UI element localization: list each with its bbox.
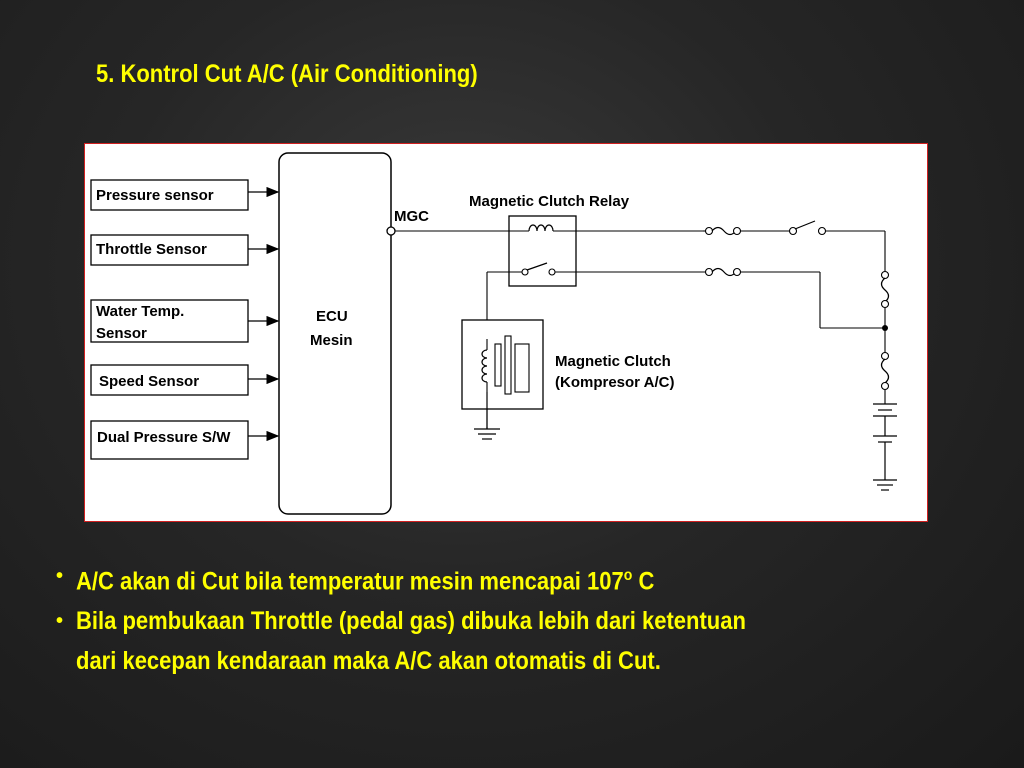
circuit-diagram: Pressure sensor Throttle Sensor Water Te… — [90, 152, 897, 515]
bullet-1-sup: o — [623, 567, 633, 584]
bullet-item-2: • Bila pembukaan Throttle (pedal gas) di… — [56, 601, 986, 681]
bullet-list: • A/C akan di Cut bila temperatur mesin … — [56, 556, 986, 681]
svg-text:Pressure sensor: Pressure sensor — [96, 187, 214, 204]
circuit-diagram-panel: Pressure sensor Throttle Sensor Water Te… — [84, 143, 928, 522]
svg-text:Mesin: Mesin — [310, 332, 353, 349]
bullet-2-line2: dari kecepan kendaraan maka A/C akan oto… — [76, 647, 661, 676]
bullet-1-text: A/C akan di Cut bila temperatur mesin me… — [76, 567, 624, 596]
mgc-terminal — [386, 226, 396, 236]
switch-top — [788, 220, 827, 236]
bullet-1-tail: C — [632, 567, 655, 596]
svg-text:Water Temp.: Water Temp. — [96, 303, 184, 320]
control-circuit — [395, 230, 886, 271]
bullet-dot-icon: • — [56, 610, 64, 633]
fuse-top — [704, 226, 742, 236]
fuse-second — [704, 267, 742, 277]
sensor-speed: Speed Sensor — [90, 364, 280, 396]
mgc-terminal-label: MGC — [394, 208, 429, 225]
bullet-2-line1: Bila pembukaan Throttle (pedal gas) dibu… — [76, 607, 746, 636]
bullet-dot-icon: • — [56, 565, 64, 587]
magnetic-clutch-relay: Magnetic Clutch Relay — [469, 193, 630, 287]
sensor-dual-pressure-switch: Dual Pressure S/W — [90, 420, 280, 460]
ground-icon — [474, 392, 500, 440]
clutch-label-line2: (Kompresor A/C) — [555, 374, 674, 391]
load-circuit — [486, 271, 885, 429]
ecu-block: ECU Mesin — [278, 152, 392, 515]
relay-label: Magnetic Clutch Relay — [469, 193, 630, 210]
svg-text:Sensor: Sensor — [96, 325, 147, 342]
svg-text:Throttle Sensor: Throttle Sensor — [96, 241, 207, 258]
clutch-label-line1: Magnetic Clutch — [555, 353, 671, 370]
bullet-item-1: • A/C akan di Cut bila temperatur mesin … — [56, 556, 986, 601]
magnetic-clutch: Magnetic Clutch (Kompresor A/C) — [461, 319, 674, 410]
right-rail — [880, 270, 890, 404]
svg-text:Speed Sensor: Speed Sensor — [99, 373, 199, 390]
svg-text:Dual Pressure S/W: Dual Pressure S/W — [97, 429, 231, 446]
svg-text:ECU: ECU — [316, 308, 348, 325]
slide-title: 5. Kontrol Cut A/C (Air Conditioning) — [96, 60, 478, 88]
sensor-throttle: Throttle Sensor — [90, 234, 280, 266]
battery-icon — [873, 403, 897, 491]
sensor-water-temp: Water Temp. Sensor — [90, 299, 280, 343]
sensor-pressure: Pressure sensor — [90, 179, 280, 211]
